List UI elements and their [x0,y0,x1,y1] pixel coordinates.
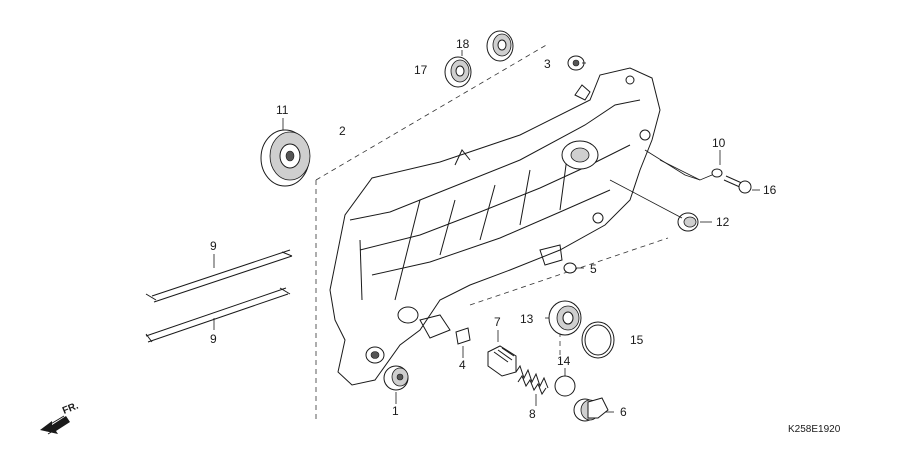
o-ring-14 [554,375,576,397]
snap-ring-15 [581,321,615,359]
front-marker-label: FR. [61,400,80,416]
front-direction-arrow-icon [40,415,70,435]
washer-10 [711,168,723,178]
label-17: 17 [414,63,428,77]
label-2: 2 [339,124,346,138]
leader-lines [213,50,760,413]
label-10: 10 [712,136,726,150]
bolt-16 [723,175,752,194]
label-11: 11 [276,103,289,117]
bearing-18 [486,30,514,62]
label-6: 6 [620,405,627,419]
dowel-4 [455,327,471,345]
label-9-upper: 9 [210,239,217,253]
label-1: 1 [392,404,399,418]
seal-13 [548,300,582,336]
drain-plug-6 [573,397,609,422]
bearing-17 [444,56,472,88]
label-3: 3 [544,57,551,71]
label-7: 7 [494,315,501,329]
spring-8 [515,364,549,396]
stud-bolts-9 [145,249,293,343]
label-18: 18 [456,37,470,51]
label-9-lower: 9 [210,332,217,346]
label-15: 15 [630,333,644,347]
label-8: 8 [529,407,536,421]
strainer-7 [487,345,517,377]
oil-seal-12 [677,212,699,232]
label-12: 12 [716,215,730,229]
label-16: 16 [763,183,777,197]
label-13: 13 [520,312,534,326]
bearing-1 [383,365,409,391]
label-4: 4 [459,358,466,372]
part-labels: 1 2 3 4 5 6 7 8 9 9 10 11 12 13 14 15 16… [210,37,777,421]
label-14: 14 [557,354,571,368]
label-5: 5 [590,262,597,276]
left-crankcase [329,67,661,386]
nut-5 [563,262,577,274]
drawing-code: K258E1920 [788,424,841,435]
bearing-11 [260,129,311,187]
bush-3 [567,55,585,71]
